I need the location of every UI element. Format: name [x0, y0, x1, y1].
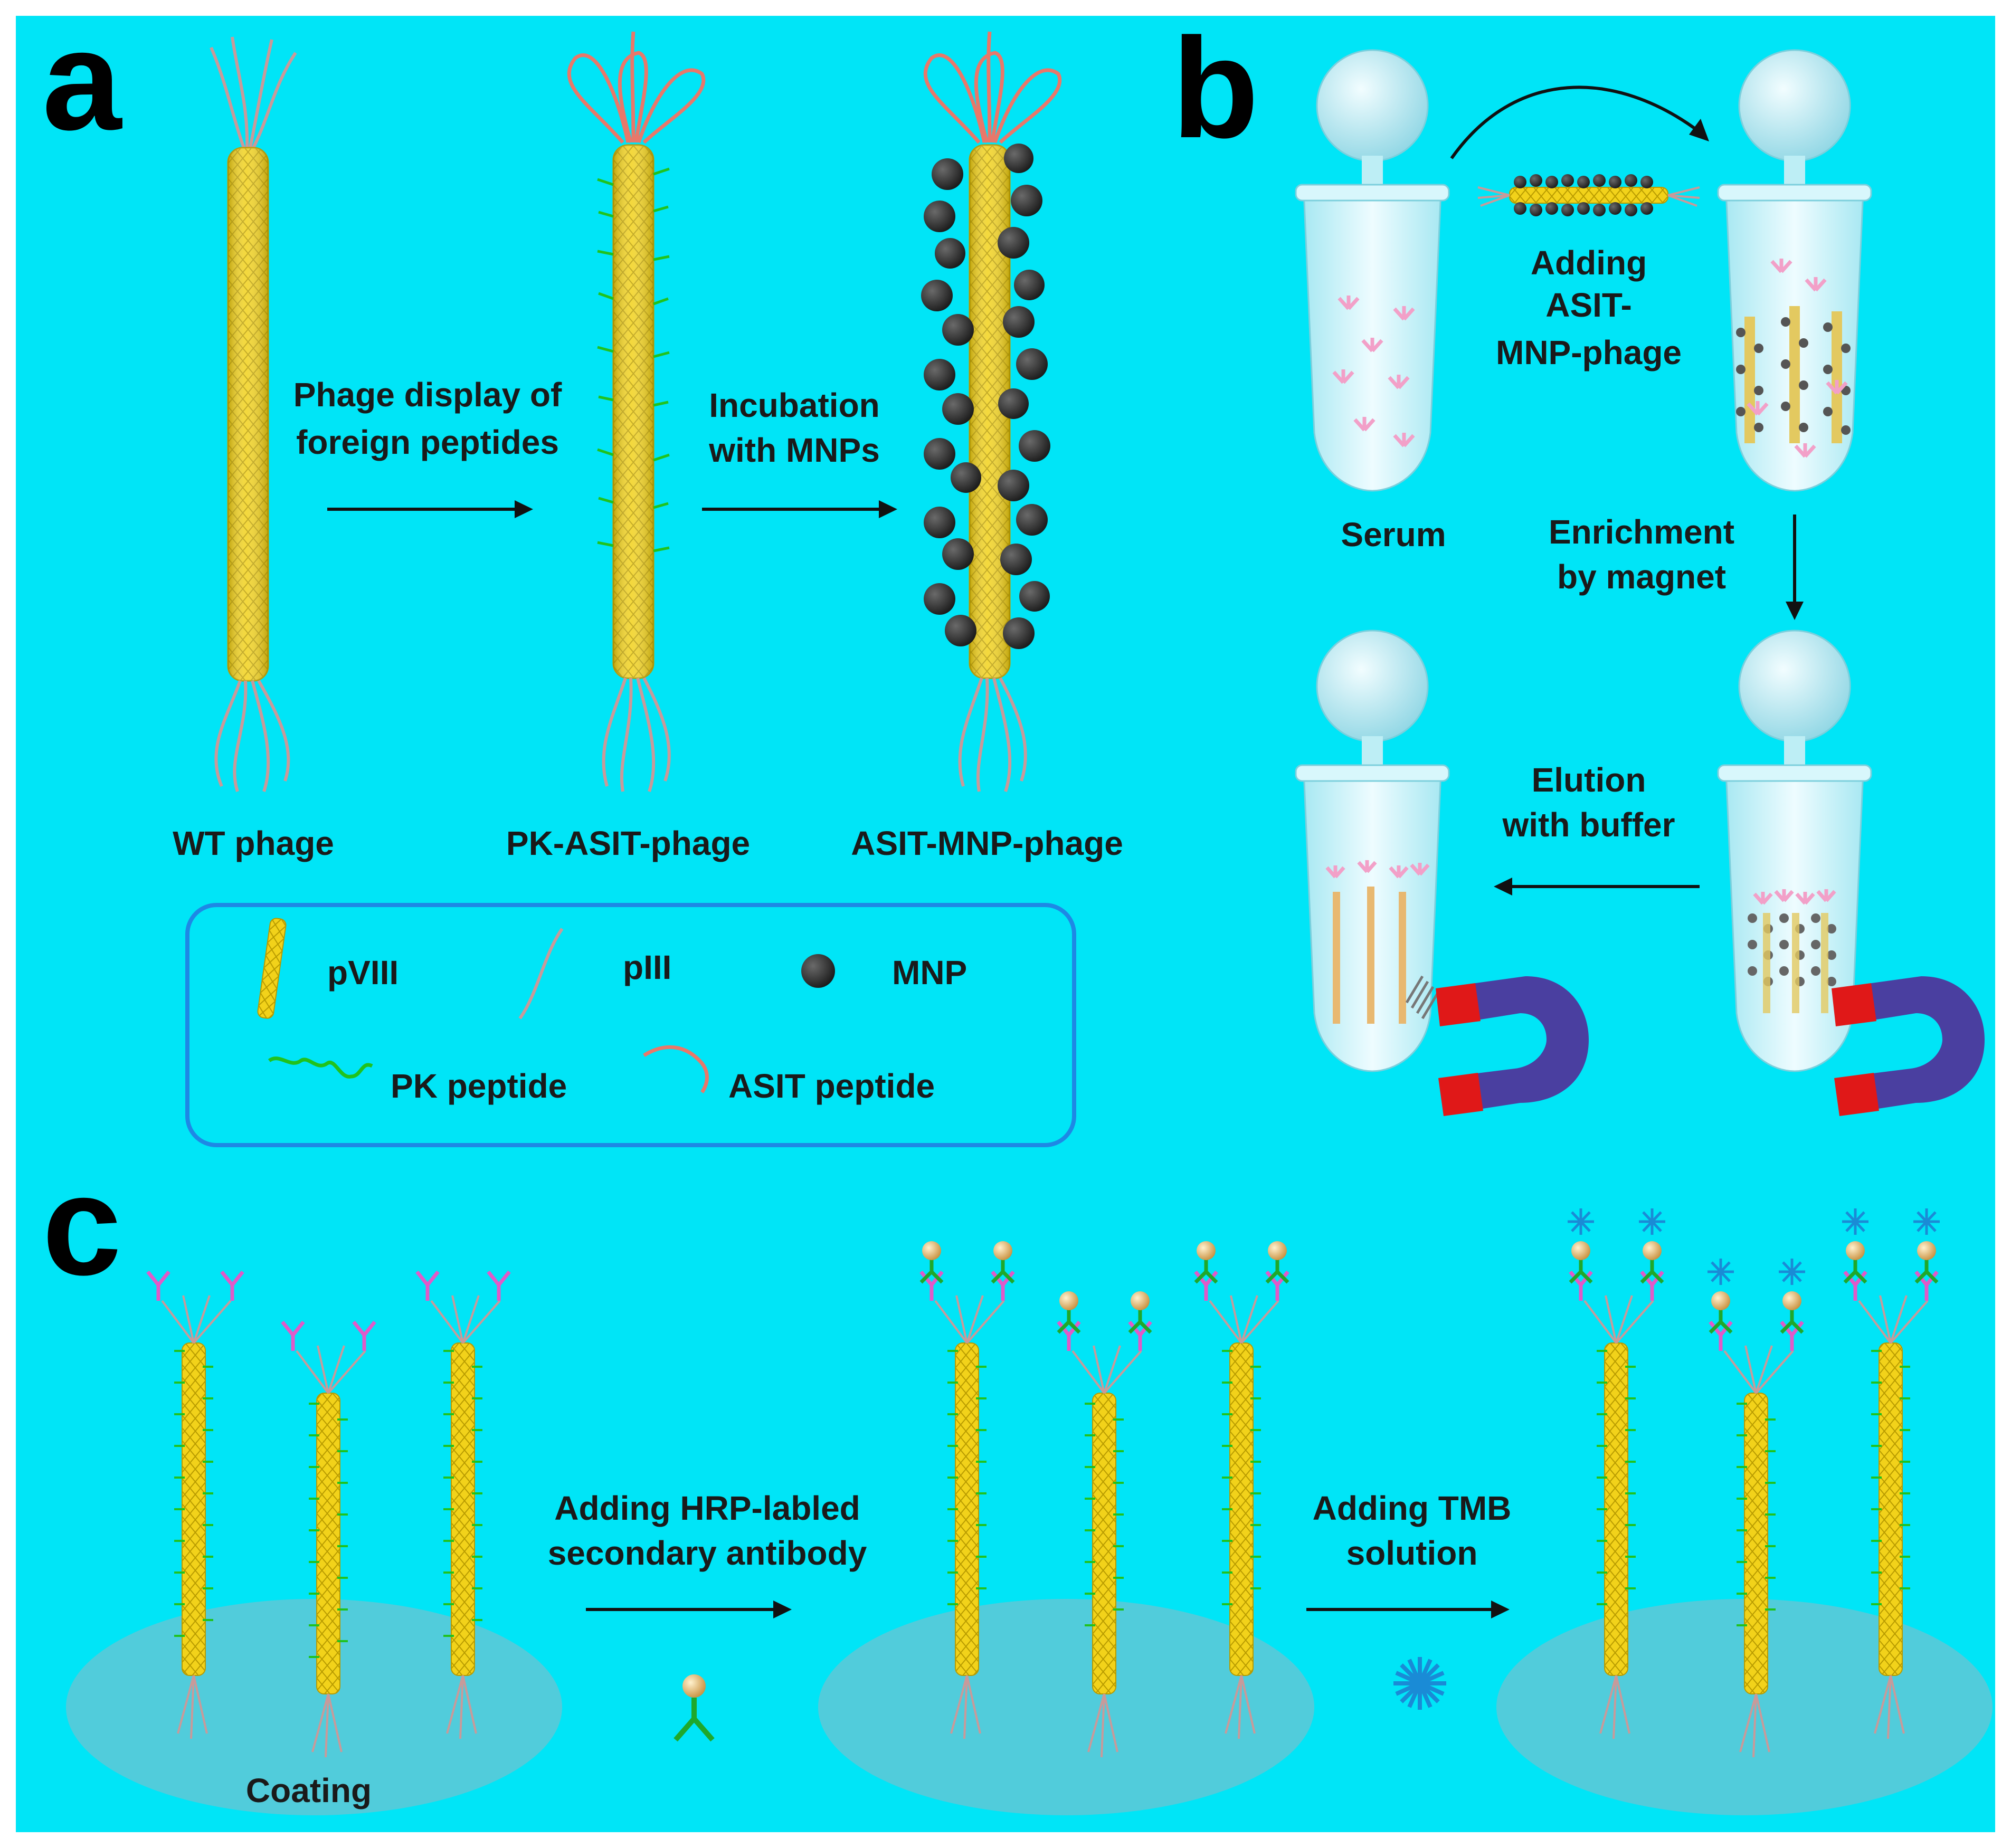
tube4-antibodies: [1325, 860, 1430, 879]
legend-mnp-symbol: [801, 954, 835, 988]
label-enrichment-2: by magnet: [1557, 558, 1726, 596]
tube-enrichment: [1717, 630, 1872, 1072]
caption-asit-mnp-phage: ASIT-MNP-phage: [851, 824, 1123, 862]
label-tmb-1: Adding TMB: [1313, 1489, 1512, 1527]
caption-pk-asit-phage: PK-ASIT-phage: [506, 824, 750, 862]
label-enrichment-1: Enrichment: [1549, 513, 1734, 551]
plate-secondary: [818, 1599, 1314, 1815]
label-incubation-1: Incubation: [709, 386, 880, 424]
label-hrp-2: secondary antibody: [548, 1534, 867, 1572]
arrow-adding-curve: [1450, 85, 1701, 159]
label-adding-2: ASIT-: [1545, 286, 1632, 324]
caption-wt-phage: WT phage: [173, 824, 334, 862]
plate1-phages: [146, 1270, 511, 1758]
label-elution-2: with buffer: [1502, 806, 1675, 844]
plate2-phages: [919, 1241, 1289, 1758]
pk-peptides: [597, 167, 670, 553]
tube3-antibodies: [1753, 889, 1836, 905]
mnp-particles: [921, 144, 1050, 649]
tube-elution: [1295, 630, 1450, 1072]
wt-phage-bottom-fibers: [214, 680, 290, 792]
legend-pk-label: PK peptide: [391, 1067, 567, 1105]
panel-letter-a: a: [42, 1, 122, 160]
pk-asit-phage: [567, 31, 706, 792]
tube2-phages: [1736, 306, 1851, 443]
legend-piii-symbol: [518, 928, 564, 1020]
legend-asit-symbol: [643, 1045, 709, 1093]
panel-letter-b: b: [1172, 9, 1259, 168]
asit-peptide-loops: [567, 31, 706, 144]
label-coating: Coating: [246, 1771, 372, 1809]
label-tmb-2: solution: [1346, 1534, 1478, 1572]
legend-piii-label: pIII: [623, 948, 671, 986]
panel-letter-c: c: [42, 1146, 121, 1305]
tube-serum: [1295, 49, 1450, 492]
plate3-phages: [1568, 1208, 1940, 1758]
legend-asit-label: ASIT peptide: [728, 1067, 935, 1105]
magnet-right: [1832, 976, 1985, 1116]
serum-antibodies: [1332, 296, 1415, 447]
label-elution-1: Elution: [1532, 761, 1646, 799]
label-phage-display-1: Phage display of: [293, 376, 562, 414]
hrp-secondary-antibody-icon: [674, 1674, 715, 1742]
label-serum: Serum: [1341, 516, 1446, 554]
wt-phage-top-fibers: [210, 36, 297, 149]
mnp-phage-horizontal: [1477, 174, 1700, 216]
legend-pviii-label: pVIII: [327, 954, 399, 992]
label-phage-display-2: foreign peptides: [296, 423, 559, 461]
legend-box: pVIII pIII MNP PK peptide ASIT peptide: [185, 903, 1076, 1147]
legend-mnp-label: MNP: [892, 954, 967, 992]
legend-pviii-symbol: [257, 918, 287, 1019]
label-hrp-1: Adding HRP-labled: [554, 1489, 860, 1527]
wt-phage: [210, 36, 297, 792]
label-adding-3: MNP-phage: [1496, 334, 1682, 371]
tmb-star-icon: [1393, 1657, 1446, 1710]
label-adding-1: Adding: [1531, 244, 1647, 282]
tube-after-adding: [1717, 49, 1872, 492]
legend-pk-symbol: [268, 1056, 373, 1079]
pk-asit-phage-bottom-fibers: [602, 677, 671, 792]
label-incubation-2: with MNPs: [708, 431, 880, 469]
magnet-left: [1436, 976, 1589, 1116]
asit-mnp-phage: [921, 31, 1062, 792]
